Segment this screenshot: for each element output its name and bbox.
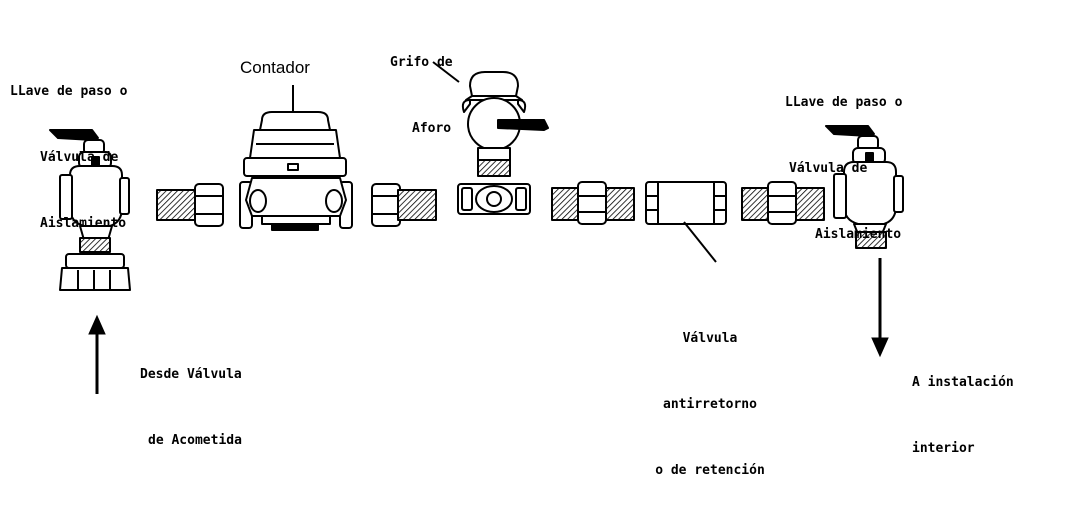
water-meter-label: Contador xyxy=(240,58,310,77)
coupling-1 xyxy=(156,183,224,227)
water-meter-installation-diagram: LLave de paso o Válvula de Aislamiento C… xyxy=(10,8,1014,478)
outlet-arrow xyxy=(871,258,889,358)
test-tap xyxy=(432,61,549,177)
water-meter xyxy=(239,85,353,231)
test-tap-label: Grifo de Aforo xyxy=(390,8,453,184)
label-line: LLave de paso o xyxy=(785,95,903,110)
coupling-3 xyxy=(551,181,635,225)
label-line: LLave de paso o xyxy=(10,84,128,99)
coupling-4 xyxy=(741,181,825,225)
coupling-2 xyxy=(371,183,437,227)
check-valve-label: Válvula antirretorno o de retención xyxy=(640,284,780,526)
inlet-fitting xyxy=(59,253,131,291)
label-line: Válvula de xyxy=(40,150,119,165)
inlet-arrow xyxy=(88,314,106,394)
label-line: o de retención xyxy=(655,463,765,478)
label-line: Válvula xyxy=(682,331,738,346)
label-line: interior xyxy=(912,441,975,456)
label-line: Aislamiento xyxy=(40,216,127,231)
inlet-label: Desde Válvula de Acometida xyxy=(140,320,242,496)
check-valve xyxy=(645,181,727,263)
outlet-label: A instalación interior xyxy=(912,328,1014,504)
label-line: Grifo de xyxy=(390,55,453,70)
left-isolation-valve-label: LLave de paso o Válvula de Aislamiento xyxy=(10,37,127,279)
right-isolation-valve-label: LLave de paso o Válvula de Aislamiento xyxy=(785,48,902,290)
label-line: de Acometida xyxy=(148,433,242,448)
label-line: Aforo xyxy=(412,121,452,136)
tee-fitting xyxy=(457,183,531,215)
label-line: Desde Válvula xyxy=(140,367,242,382)
label-line: A instalación xyxy=(912,375,1014,390)
label-line: Aislamiento xyxy=(815,227,902,242)
diagram-drawing xyxy=(49,61,904,394)
right-isolation-valve xyxy=(825,125,904,249)
label-line: Válvula de xyxy=(789,161,868,176)
label-line: antirretorno xyxy=(663,397,757,412)
left-isolation-valve xyxy=(49,129,130,253)
